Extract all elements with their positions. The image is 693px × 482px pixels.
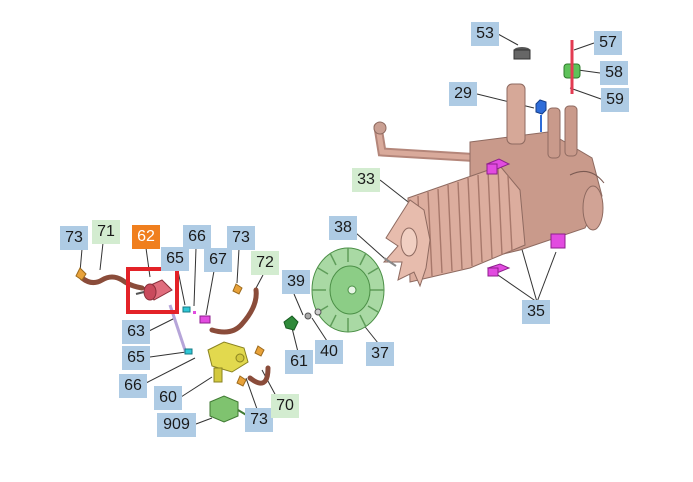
blue-fitting [535,99,547,132]
callout-37[interactable]: 37 [366,342,394,366]
leader-lines [79,33,602,425]
motor-assembly [382,83,605,288]
callout-39[interactable]: 39 [282,270,310,294]
fan-wheel [311,247,385,333]
screw [383,257,397,267]
callout-29[interactable]: 29 [449,82,477,106]
callout-65-top[interactable]: 65 [161,247,189,271]
callout-71[interactable]: 71 [92,220,120,244]
callout-72[interactable]: 72 [251,251,279,275]
callout-66-top[interactable]: 66 [183,225,211,249]
callout-59[interactable]: 59 [601,88,629,112]
callout-60[interactable]: 60 [154,386,182,410]
callout-61[interactable]: 61 [285,350,313,374]
callout-65-bottom[interactable]: 65 [122,346,150,370]
callout-73-top-mid[interactable]: 73 [227,226,255,250]
left-hoses [75,267,271,387]
callout-58[interactable]: 58 [600,61,628,85]
callout-33[interactable]: 33 [352,168,380,192]
callout-40[interactable]: 40 [315,340,343,364]
solenoid-909 [209,395,249,423]
callout-67[interactable]: 67 [204,248,232,272]
pump-part-62 [135,279,173,301]
valve-body [207,341,249,383]
hub-parts [283,308,322,331]
callout-53[interactable]: 53 [471,22,499,46]
callout-35[interactable]: 35 [522,300,550,324]
callout-70[interactable]: 70 [271,394,299,418]
callout-909[interactable]: 909 [157,413,196,437]
callout-38[interactable]: 38 [329,216,357,240]
callout-73-bottom[interactable]: 73 [245,408,273,432]
clips [485,158,566,277]
callout-57[interactable]: 57 [594,31,622,55]
small-fittings [182,306,211,355]
callout-66-bottom[interactable]: 66 [119,374,147,398]
callout-62[interactable]: 62 [132,225,160,249]
callout-73-top-left[interactable]: 73 [60,226,88,250]
highlight-frame-62 [126,267,179,314]
green-holder [563,40,581,94]
callout-63[interactable]: 63 [122,320,150,344]
cap-part [513,47,531,60]
